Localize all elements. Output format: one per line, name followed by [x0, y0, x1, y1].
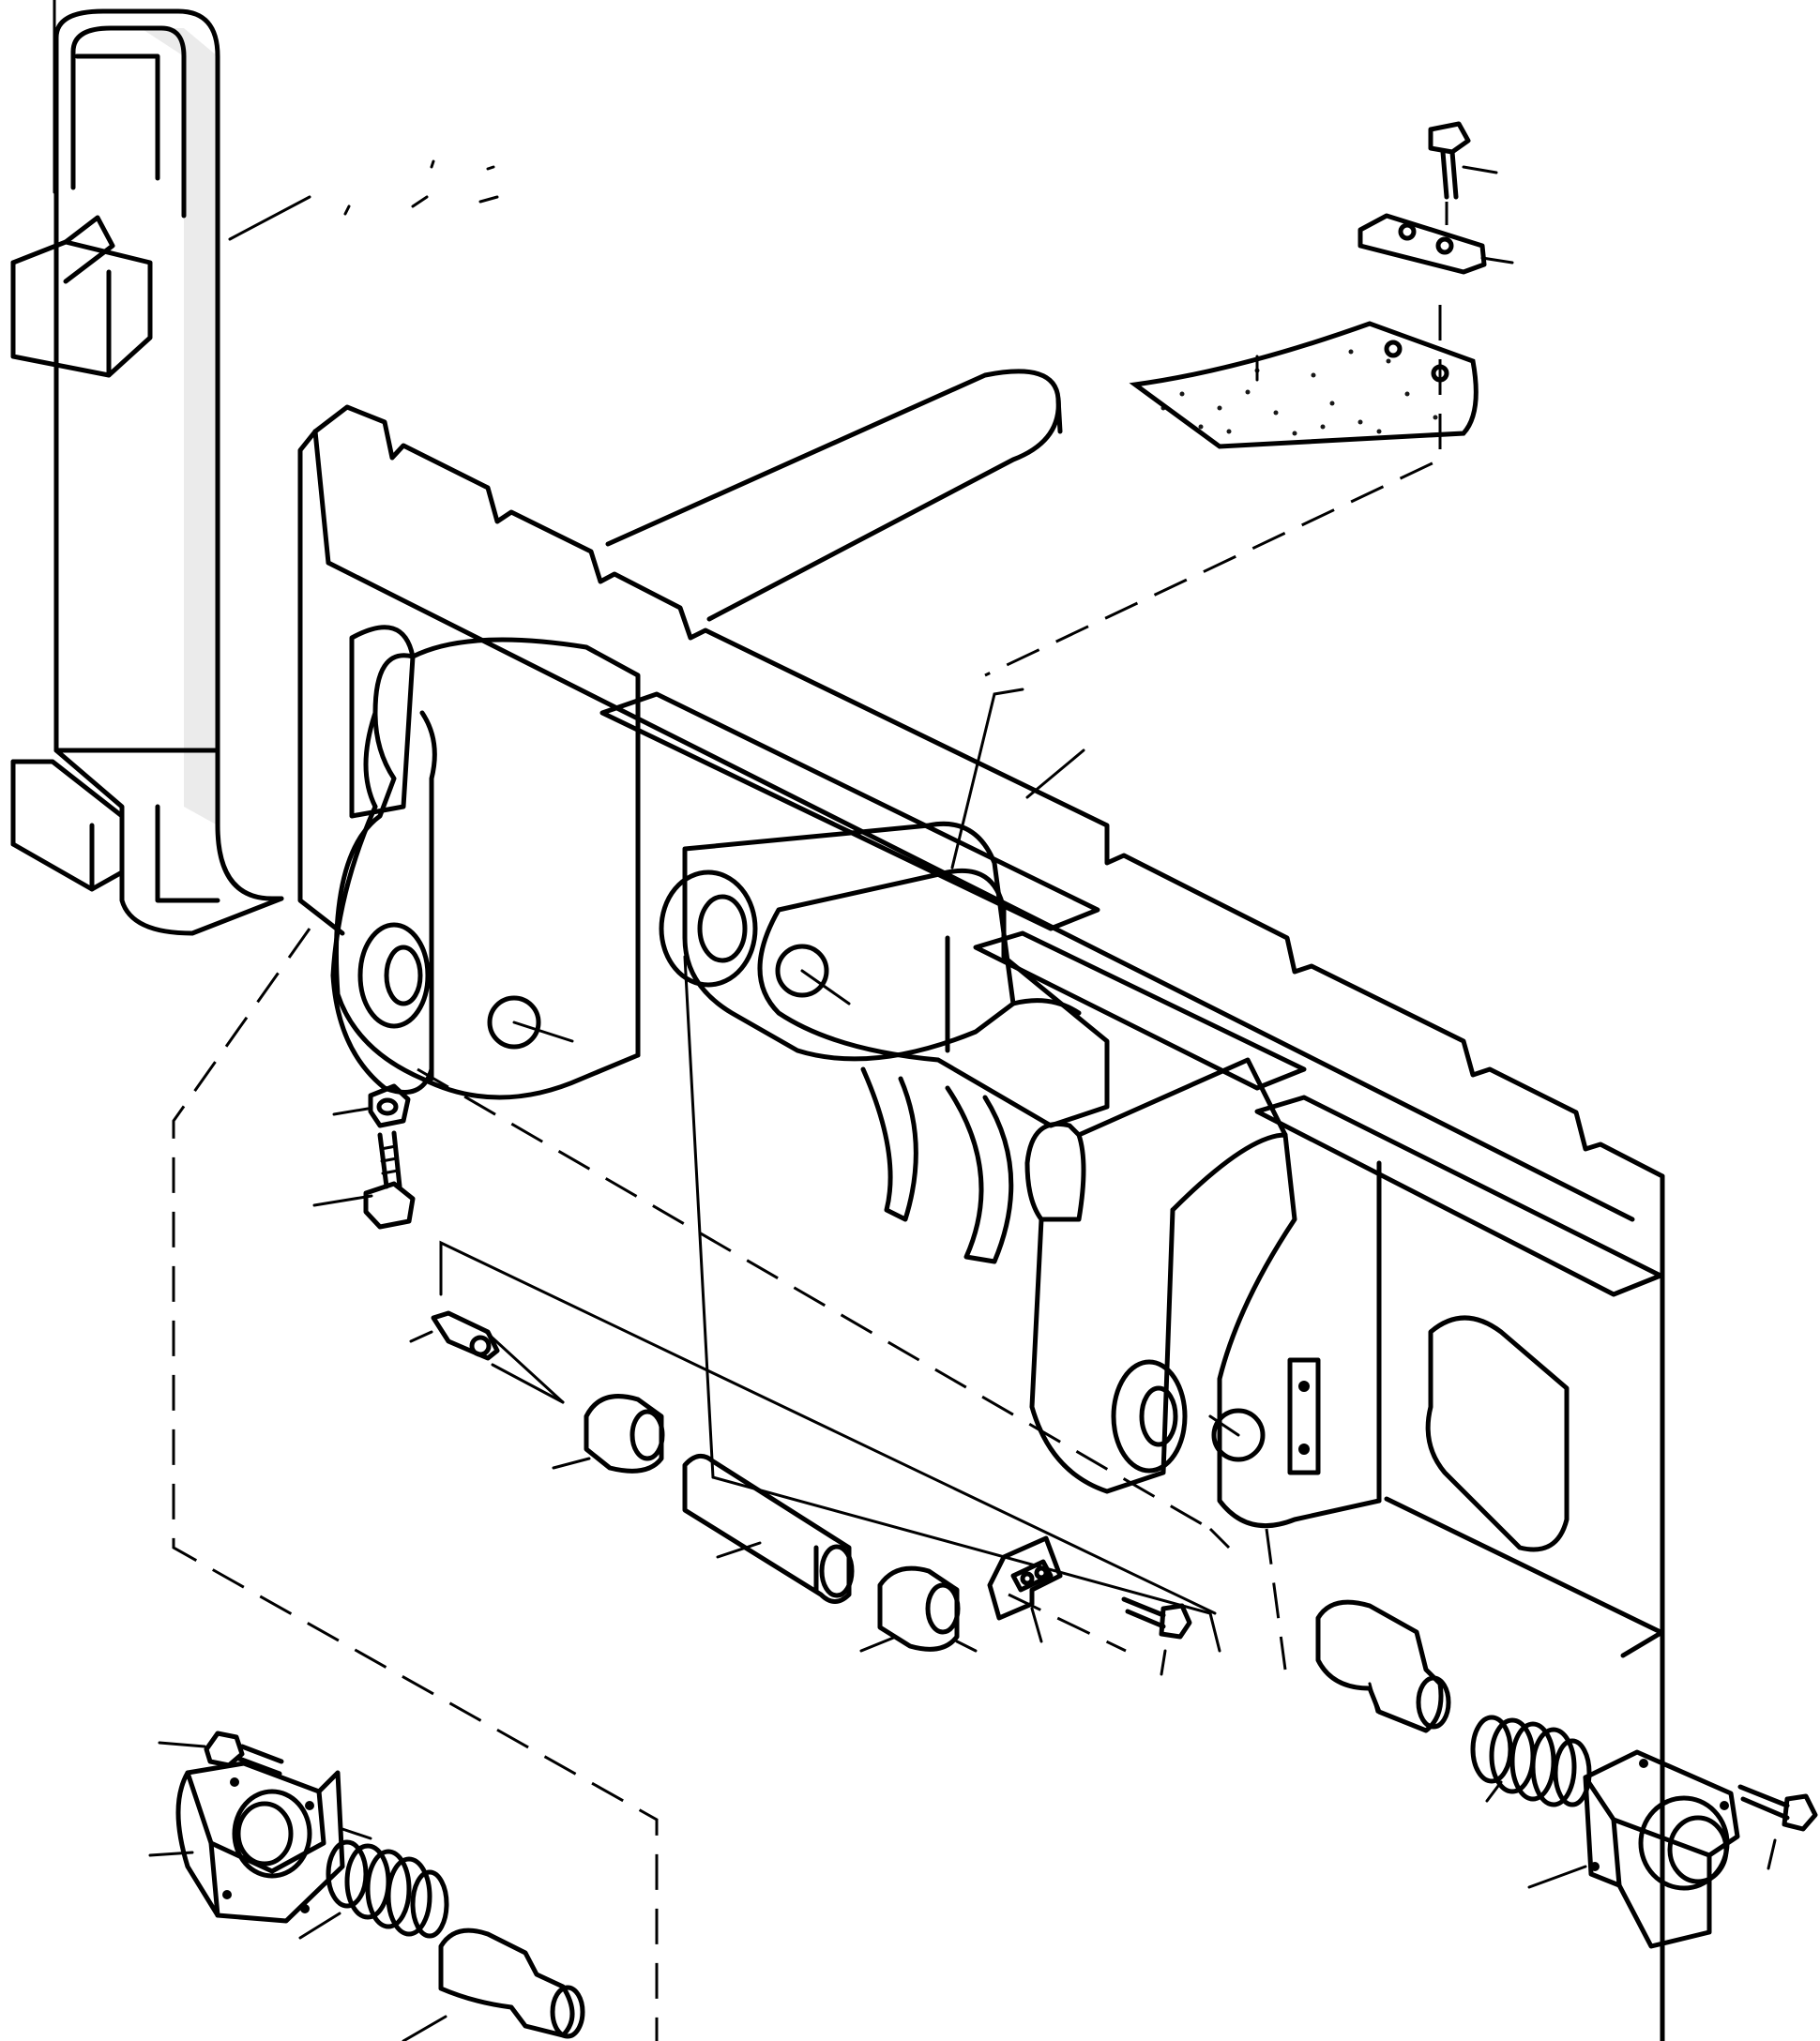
hex-bolt [312, 1130, 416, 1230]
right-lock-pin [1315, 1599, 1451, 1733]
main-frame [297, 404, 1665, 2041]
fork-tine [53, 8, 284, 936]
left-hinge-bracket [330, 804, 434, 1095]
right-hinge-bracket [1111, 1359, 1188, 1474]
pivot-pin [682, 1453, 855, 1604]
frame-ribs [599, 691, 1663, 1504]
left-spring [298, 1839, 449, 1940]
assembly-dash-lines [172, 202, 1448, 2041]
tine-upper-lock [10, 215, 153, 378]
right-hook-plate [1024, 1057, 1382, 1529]
rear-tongue [605, 369, 1063, 622]
backing-plate [1357, 213, 1514, 275]
centre-link-arm [659, 821, 1082, 1062]
centre-leaders [439, 688, 1221, 1653]
hex-nut [332, 1083, 411, 1128]
bushing-lower [859, 1565, 978, 1653]
top-bolt [1428, 121, 1498, 200]
wear-pad [1129, 321, 1479, 449]
right-spring [1470, 1715, 1592, 1807]
left-flange-bolt [158, 1731, 284, 1776]
left-lock-pin [402, 1928, 585, 2041]
retainer-bolt [1121, 1596, 1192, 1676]
retainer-plate [987, 1535, 1063, 1643]
left-flange-housing [148, 1761, 372, 1924]
tine-lower-lock [10, 759, 125, 892]
grease-fitting [409, 1310, 565, 1404]
centre-link-arm-2 [757, 868, 1110, 1128]
leader-lines [53, 0, 499, 241]
bushing-upper [552, 1394, 665, 1474]
right-flange-housing [1527, 1749, 1740, 1949]
right-flange-bolt [1737, 1784, 1818, 1870]
left-hook-plate [333, 637, 641, 1100]
centre-gussets [860, 1066, 1014, 1264]
